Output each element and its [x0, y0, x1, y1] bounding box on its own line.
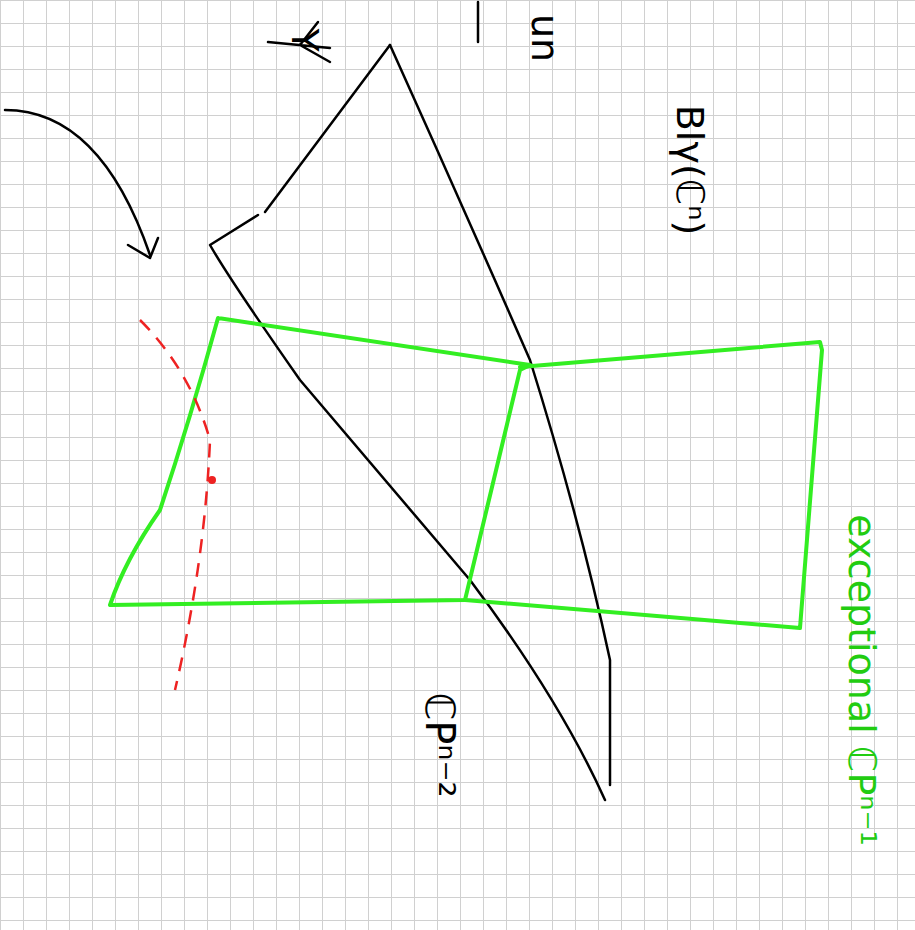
plane-edge — [210, 215, 605, 800]
math-label: Blγ(ℂⁿ) — [671, 105, 709, 235]
math-label: Y — [286, 28, 324, 51]
arrow-head — [128, 238, 158, 258]
plane-edge — [265, 45, 390, 212]
exceptional-divisor — [465, 342, 822, 628]
pointer-arrow — [5, 110, 150, 255]
fragment-stroke — [268, 22, 330, 62]
red-curve — [140, 320, 210, 690]
math-label: un — [526, 14, 564, 62]
red-point — [208, 476, 216, 484]
fragment-stroke — [477, 2, 480, 42]
math-label: exceptional ℂPⁿ⁻¹ — [843, 514, 881, 846]
plane-edge — [390, 45, 610, 785]
math-label: ℂPⁿ⁻² — [420, 692, 460, 797]
